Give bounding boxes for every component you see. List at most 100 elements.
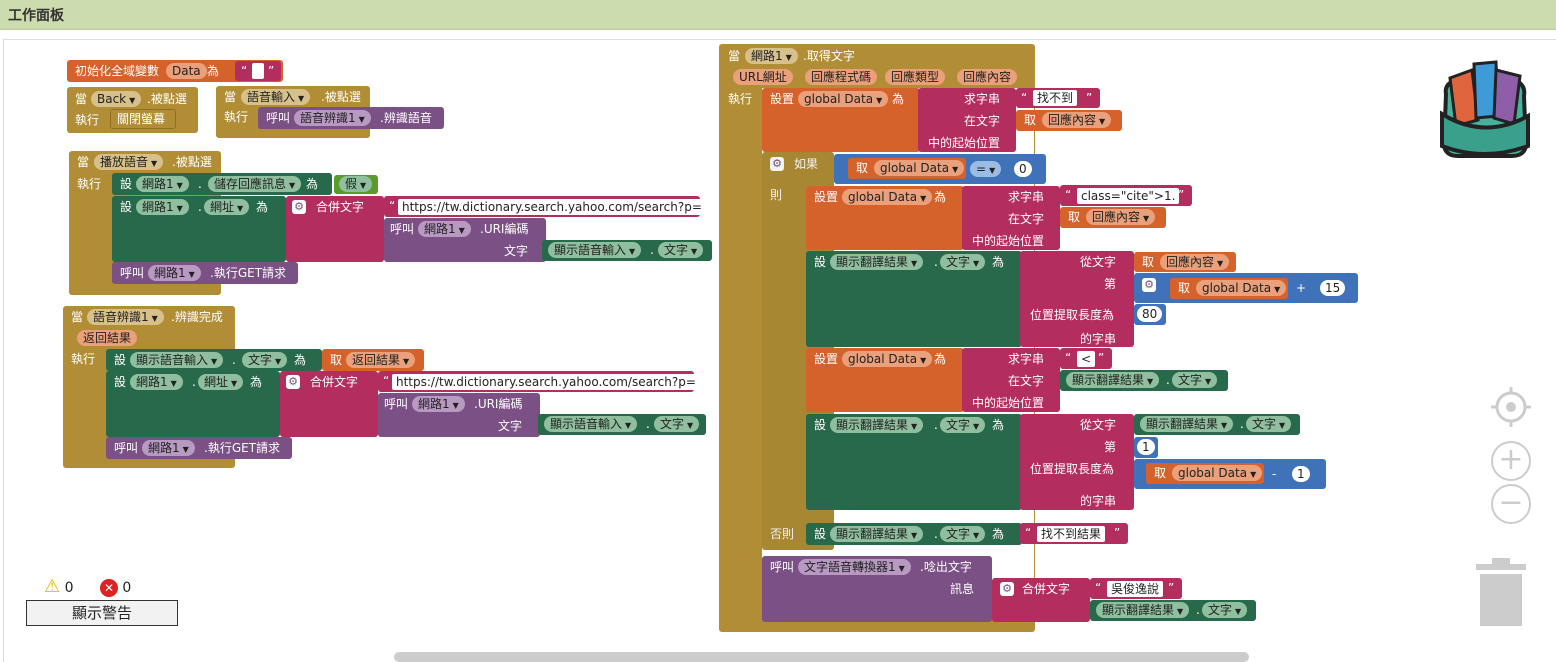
- call-recognize-block[interactable]: 呼叫 語音辨識1▼ .辨識語音: [258, 107, 444, 129]
- gear-icon[interactable]: ⚙: [1142, 278, 1156, 292]
- set-save-response-block[interactable]: 設 網路1▼ . 儲存回應訊息▼ 為: [112, 173, 332, 195]
- find-text-block[interactable]: 求字串 在文字 中的起始位置: [918, 88, 1016, 152]
- text-prop-dropdown[interactable]: 文字▼: [940, 254, 986, 270]
- url-string-block[interactable]: “ https://tw.dictionary.search.yahoo.com…: [384, 196, 706, 217]
- false-dropdown[interactable]: 假▼: [339, 176, 373, 192]
- uri-encode-block[interactable]: 呼叫 網路1▼ .URI編碼 文字: [378, 393, 540, 437]
- web-component-dropdown[interactable]: 網路1▼: [148, 265, 201, 281]
- uri-encode-block[interactable]: 呼叫 網路1▼ .URI編碼 文字: [384, 218, 546, 262]
- result-comp-dropdown[interactable]: 顯示翻譯結果▼: [1140, 416, 1234, 432]
- false-block[interactable]: 假▼: [334, 175, 378, 194]
- web-component-dropdown[interactable]: 網路1▼: [130, 374, 183, 390]
- result-text-getter[interactable]: 顯示翻譯結果▼ . 文字▼: [1060, 370, 1228, 391]
- one-field[interactable]: 1: [1137, 439, 1155, 455]
- string-block[interactable]: “ 找不到結果 ”: [1020, 523, 1128, 544]
- play-component-dropdown[interactable]: 播放語音▼: [94, 154, 164, 170]
- get-result-block[interactable]: 取 返回結果▼: [322, 349, 424, 371]
- set-voice-text-block[interactable]: 設 顯示語音輸入▼ . 文字▼ 為: [106, 349, 322, 371]
- gear-icon[interactable]: ⚙: [292, 200, 306, 214]
- empty-string-block[interactable]: “ ”: [235, 61, 281, 81]
- response-var-dropdown[interactable]: 回應內容▼: [1042, 112, 1112, 128]
- string-field[interactable]: <: [1077, 351, 1096, 367]
- back-component-dropdown[interactable]: Back▼: [91, 91, 142, 107]
- url-string-field[interactable]: https://tw.dictionary.search.yahoo.com/s…: [392, 374, 700, 390]
- result-param[interactable]: 返回結果: [77, 330, 138, 346]
- string-block[interactable]: “ 吳俊逸說 ”: [1090, 578, 1182, 599]
- global-var-dropdown[interactable]: global Data▼: [1172, 465, 1263, 481]
- voice-comp-dropdown[interactable]: 顯示語音輸入▼: [130, 352, 224, 368]
- voice-comp-dropdown[interactable]: 顯示語音輸入▼: [544, 416, 638, 432]
- web-component-dropdown[interactable]: 網路1▼: [745, 48, 798, 64]
- set-global-data-block[interactable]: 設置 global Data▼ 為: [806, 186, 964, 250]
- get-global-block[interactable]: 取 global Data▼: [1170, 278, 1288, 299]
- get-global-block[interactable]: 取 global Data▼: [848, 158, 966, 179]
- result-comp-dropdown[interactable]: 顯示翻譯結果▼: [830, 526, 924, 542]
- global-var-dropdown[interactable]: global Data▼: [874, 160, 965, 176]
- zoom-in-icon[interactable]: +: [1491, 441, 1531, 481]
- voice-text-getter[interactable]: 顯示語音輸入▼ . 文字▼: [542, 240, 712, 261]
- voice-component-dropdown[interactable]: 語音輸入▼: [241, 89, 311, 105]
- tts-comp-dropdown[interactable]: 文字語音轉換器1▼: [798, 559, 911, 575]
- close-screen-block[interactable]: 關閉螢幕: [110, 109, 176, 129]
- response-var-dropdown[interactable]: 回應內容▼: [1086, 209, 1156, 225]
- number-block[interactable]: 80: [1134, 304, 1166, 325]
- join-text-block[interactable]: ⚙ 合併文字: [280, 371, 378, 437]
- find-text-block[interactable]: 求字串 在文字 中的起始位置: [962, 348, 1060, 412]
- param-url[interactable]: URL網址: [733, 69, 793, 85]
- join-text-block[interactable]: ⚙ 合併文字: [992, 578, 1090, 622]
- get-response-block[interactable]: 取 回應內容▼: [1016, 110, 1122, 131]
- trash-icon[interactable]: [1472, 556, 1530, 628]
- string-field[interactable]: 吳俊逸說: [1107, 581, 1164, 597]
- zero-field[interactable]: 0: [1014, 161, 1032, 177]
- set-url-block[interactable]: 設 網路1▼ . 網址▼ 為: [112, 196, 286, 262]
- join-text-block[interactable]: ⚙ 合併文字: [286, 196, 384, 262]
- target-icon[interactable]: [1490, 386, 1532, 428]
- param-response-code[interactable]: 回應程式碼: [805, 69, 878, 85]
- fifteen-field[interactable]: 15: [1320, 280, 1346, 296]
- param-response-type[interactable]: 回應類型: [885, 69, 946, 85]
- set-global-data-block[interactable]: 設置 global Data▼ 為: [762, 88, 920, 152]
- string-block[interactable]: “ class="cite">1. ”: [1060, 185, 1192, 206]
- zoom-out-icon[interactable]: −: [1491, 484, 1531, 524]
- text-prop-dropdown[interactable]: 文字▼: [242, 352, 288, 368]
- result-comp-dropdown[interactable]: 顯示翻譯結果▼: [830, 254, 924, 270]
- text-prop-dropdown[interactable]: 文字▼: [940, 417, 986, 433]
- set-result-text-block[interactable]: 設 顯示翻譯結果▼ . 文字▼ 為: [806, 414, 1022, 510]
- show-warnings-button[interactable]: 顯示警告: [26, 600, 178, 626]
- backpack-icon[interactable]: [1436, 54, 1534, 160]
- web-component-dropdown[interactable]: 網路1▼: [136, 199, 189, 215]
- find-text-block[interactable]: 求字串 在文字 中的起始位置: [962, 186, 1060, 250]
- url-string-block[interactable]: “ https://tw.dictionary.search.yahoo.com…: [378, 371, 700, 392]
- empty-string-field[interactable]: [252, 63, 264, 79]
- get-response-block[interactable]: 取 回應內容▼: [1060, 207, 1166, 228]
- text-prop-dropdown[interactable]: 文字▼: [1172, 372, 1218, 388]
- string-field[interactable]: class="cite">1.: [1077, 188, 1180, 204]
- string-block[interactable]: “ < ”: [1060, 348, 1112, 369]
- eq-dropdown[interactable]: =▼: [970, 161, 1002, 177]
- url-prop-dropdown[interactable]: 網址▼: [204, 199, 250, 215]
- result-text-getter[interactable]: 顯示翻譯結果▼ . 文字▼: [1134, 414, 1300, 435]
- voice-comp-dropdown[interactable]: 顯示語音輸入▼: [548, 242, 642, 258]
- call-speak-block[interactable]: 呼叫 文字語音轉換器1▼ .唸出文字 訊息: [762, 556, 992, 622]
- eighty-field[interactable]: 80: [1137, 306, 1163, 322]
- call-get-block[interactable]: 呼叫 網路1▼ .執行GET請求: [112, 262, 298, 284]
- result-var-dropdown[interactable]: 返回結果▼: [346, 352, 416, 368]
- text-prop-dropdown[interactable]: 文字▼: [654, 416, 700, 432]
- url-string-field[interactable]: https://tw.dictionary.search.yahoo.com/s…: [398, 199, 706, 215]
- get-response-block[interactable]: 取 回應內容▼: [1134, 252, 1236, 272]
- global-var-dropdown[interactable]: global Data▼: [798, 91, 889, 107]
- segment-block[interactable]: 從文字 第 位置提取長度為 的字串: [1020, 251, 1134, 347]
- web-component-dropdown[interactable]: 網路1▼: [418, 221, 471, 237]
- get-global-block[interactable]: 取 global Data▼: [1146, 463, 1264, 484]
- text-prop-dropdown[interactable]: 文字▼: [1246, 416, 1292, 432]
- string-field[interactable]: 找不到: [1033, 90, 1078, 106]
- horizontal-scrollbar[interactable]: [394, 652, 1249, 662]
- web-component-dropdown[interactable]: 網路1▼: [136, 176, 189, 192]
- gear-icon[interactable]: ⚙: [770, 157, 784, 171]
- url-prop-dropdown[interactable]: 網址▼: [198, 374, 244, 390]
- set-global-data-block[interactable]: 設置 global Data▼ 為: [806, 348, 964, 412]
- response-var-dropdown[interactable]: 回應內容▼: [1160, 254, 1230, 270]
- set-result-text-block[interactable]: 設 顯示翻譯結果▼ . 文字▼ 為: [806, 251, 1022, 347]
- string-field[interactable]: 找不到結果: [1037, 526, 1106, 542]
- set-result-text-block[interactable]: 設 顯示翻譯結果▼ . 文字▼ 為: [806, 523, 1022, 545]
